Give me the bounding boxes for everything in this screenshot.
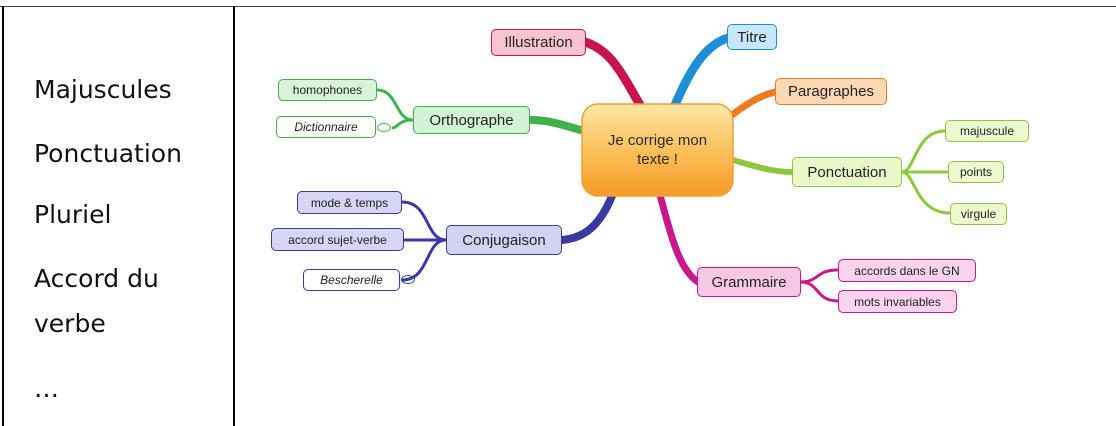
branch-paragraphes — [724, 88, 779, 122]
branch-grammaire — [656, 191, 702, 286]
branch-orthographe — [526, 116, 584, 134]
node-mode-et-temps-label: mode & temps — [310, 195, 389, 210]
node-dictionnaire: Dictionnaire — [276, 116, 376, 138]
attachment-icon-bescherelle — [401, 275, 415, 284]
link-dictionnaire — [391, 118, 414, 130]
link-virgule — [901, 170, 951, 215]
node-mode-et-temps: mode & temps — [297, 191, 402, 214]
branch-conjugaison — [558, 192, 616, 244]
node-mots-invariables: mots invariables — [838, 290, 957, 313]
node-illustration-label: Illustration — [504, 34, 573, 51]
node-paragraphes: Paragraphes — [775, 78, 887, 105]
link-mode-temps — [401, 200, 447, 242]
node-illustration: Illustration — [491, 29, 586, 56]
node-grammaire-label: Grammaire — [711, 273, 787, 291]
center-node-line1: Je corrige mon — [607, 132, 708, 149]
node-mots-invariables-label: mots invariables — [854, 294, 941, 309]
list-item-accord-du: Accord du — [34, 264, 159, 293]
node-paragraphes-label: Paragraphes — [788, 83, 874, 100]
node-ponctuation-label: Ponctuation — [807, 163, 887, 181]
node-conjugaison: Conjugaison — [446, 225, 562, 255]
node-grammaire: Grammaire — [697, 267, 801, 297]
node-ponctuation: Ponctuation — [792, 157, 902, 187]
node-points-label: points — [959, 165, 993, 179]
link-mots-invariables — [799, 280, 839, 303]
list-item-pluriel: Pluriel — [34, 200, 112, 229]
list-item-ellipsis: … — [34, 374, 59, 403]
node-bescherelle: Bescherelle — [303, 269, 400, 291]
link-majuscule — [901, 129, 946, 174]
link-accords-gn — [799, 268, 839, 284]
branch-illustration — [580, 37, 645, 110]
branch-ponctuation — [730, 157, 795, 175]
attachment-icon-dictionnaire — [377, 123, 391, 132]
node-dictionnaire-label: Dictionnaire — [294, 120, 358, 134]
table-left-border — [2, 6, 4, 426]
node-homophones-label: homophones — [292, 83, 363, 97]
left-column-list: Majuscules Ponctuation Pluriel Accord du… — [34, 0, 234, 426]
node-virgule: virgule — [950, 203, 1007, 225]
node-titre: Titre — [727, 24, 777, 50]
list-item-majuscules: Majuscules — [34, 75, 172, 104]
node-bescherelle-label: Bescherelle — [320, 273, 383, 287]
link-bescherelle — [401, 238, 447, 282]
node-virgule-label: virgule — [960, 207, 997, 221]
list-item-ponctuation: Ponctuation — [34, 139, 182, 168]
node-majuscule: majuscule — [945, 120, 1029, 142]
node-orthographe-label: Orthographe — [429, 111, 514, 129]
node-accords-dans-le-gn-label: accords dans le GN — [854, 263, 960, 278]
branch-titre — [670, 33, 733, 110]
list-item-verbe: verbe — [34, 309, 106, 338]
node-homophones: homophones — [278, 79, 377, 101]
node-conjugaison-label: Conjugaison — [462, 231, 546, 249]
node-accord-sujet-verbe: accord sujet-verbe — [271, 228, 404, 251]
table-column-divider — [233, 6, 235, 426]
node-majuscule-label: majuscule — [959, 124, 1015, 138]
node-titre-label: Titre — [737, 28, 767, 46]
node-points: points — [948, 161, 1004, 183]
table-top-border — [0, 6, 1116, 7]
node-accords-dans-le-gn: accords dans le GN — [838, 259, 976, 282]
node-accord-sujet-verbe-label: accord sujet-verbe — [288, 232, 387, 247]
center-node: Je corrige mon texte ! — [582, 104, 733, 196]
link-homophones — [376, 88, 414, 122]
center-node-shape — [581, 103, 734, 197]
node-orthographe: Orthographe — [413, 106, 530, 134]
center-node-line2: texte ! — [637, 151, 678, 168]
